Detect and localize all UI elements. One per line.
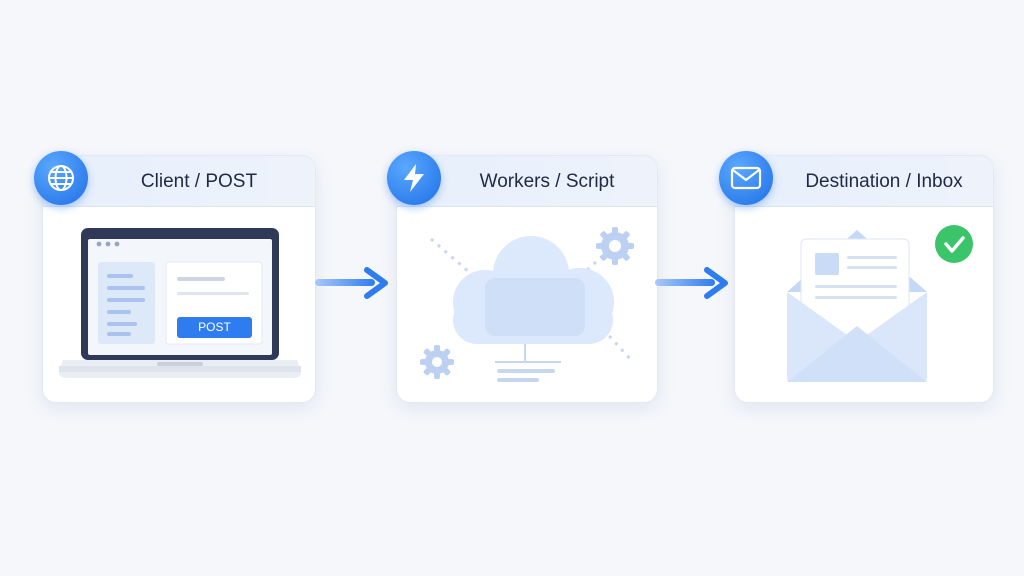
post-button[interactable]: POST [177, 317, 252, 338]
envelope-illustration [787, 225, 973, 382]
client-card-title: Client / POST [140, 171, 258, 192]
cloud-worker-illustration [420, 227, 635, 382]
workers-card: Workers / Script [396, 155, 658, 403]
client-card: Client / POST POST [42, 155, 316, 403]
lightning-icon [387, 151, 441, 205]
checkmark-icon [935, 225, 973, 263]
arrow-right-icon [315, 267, 388, 299]
client-card-header: Client / POST [43, 156, 315, 207]
globe-icon [34, 151, 88, 205]
gear-icon [596, 227, 634, 265]
workers-card-title: Workers / Script [479, 171, 615, 192]
destination-card: Destination / Inbox [734, 155, 994, 403]
destination-card-title: Destination / Inbox [805, 171, 963, 192]
gear-icon [420, 345, 454, 379]
arrow-right-icon [655, 267, 728, 299]
laptop-illustration [59, 228, 301, 378]
envelope-icon [719, 151, 773, 205]
destination-card-header: Destination / Inbox [735, 156, 993, 207]
